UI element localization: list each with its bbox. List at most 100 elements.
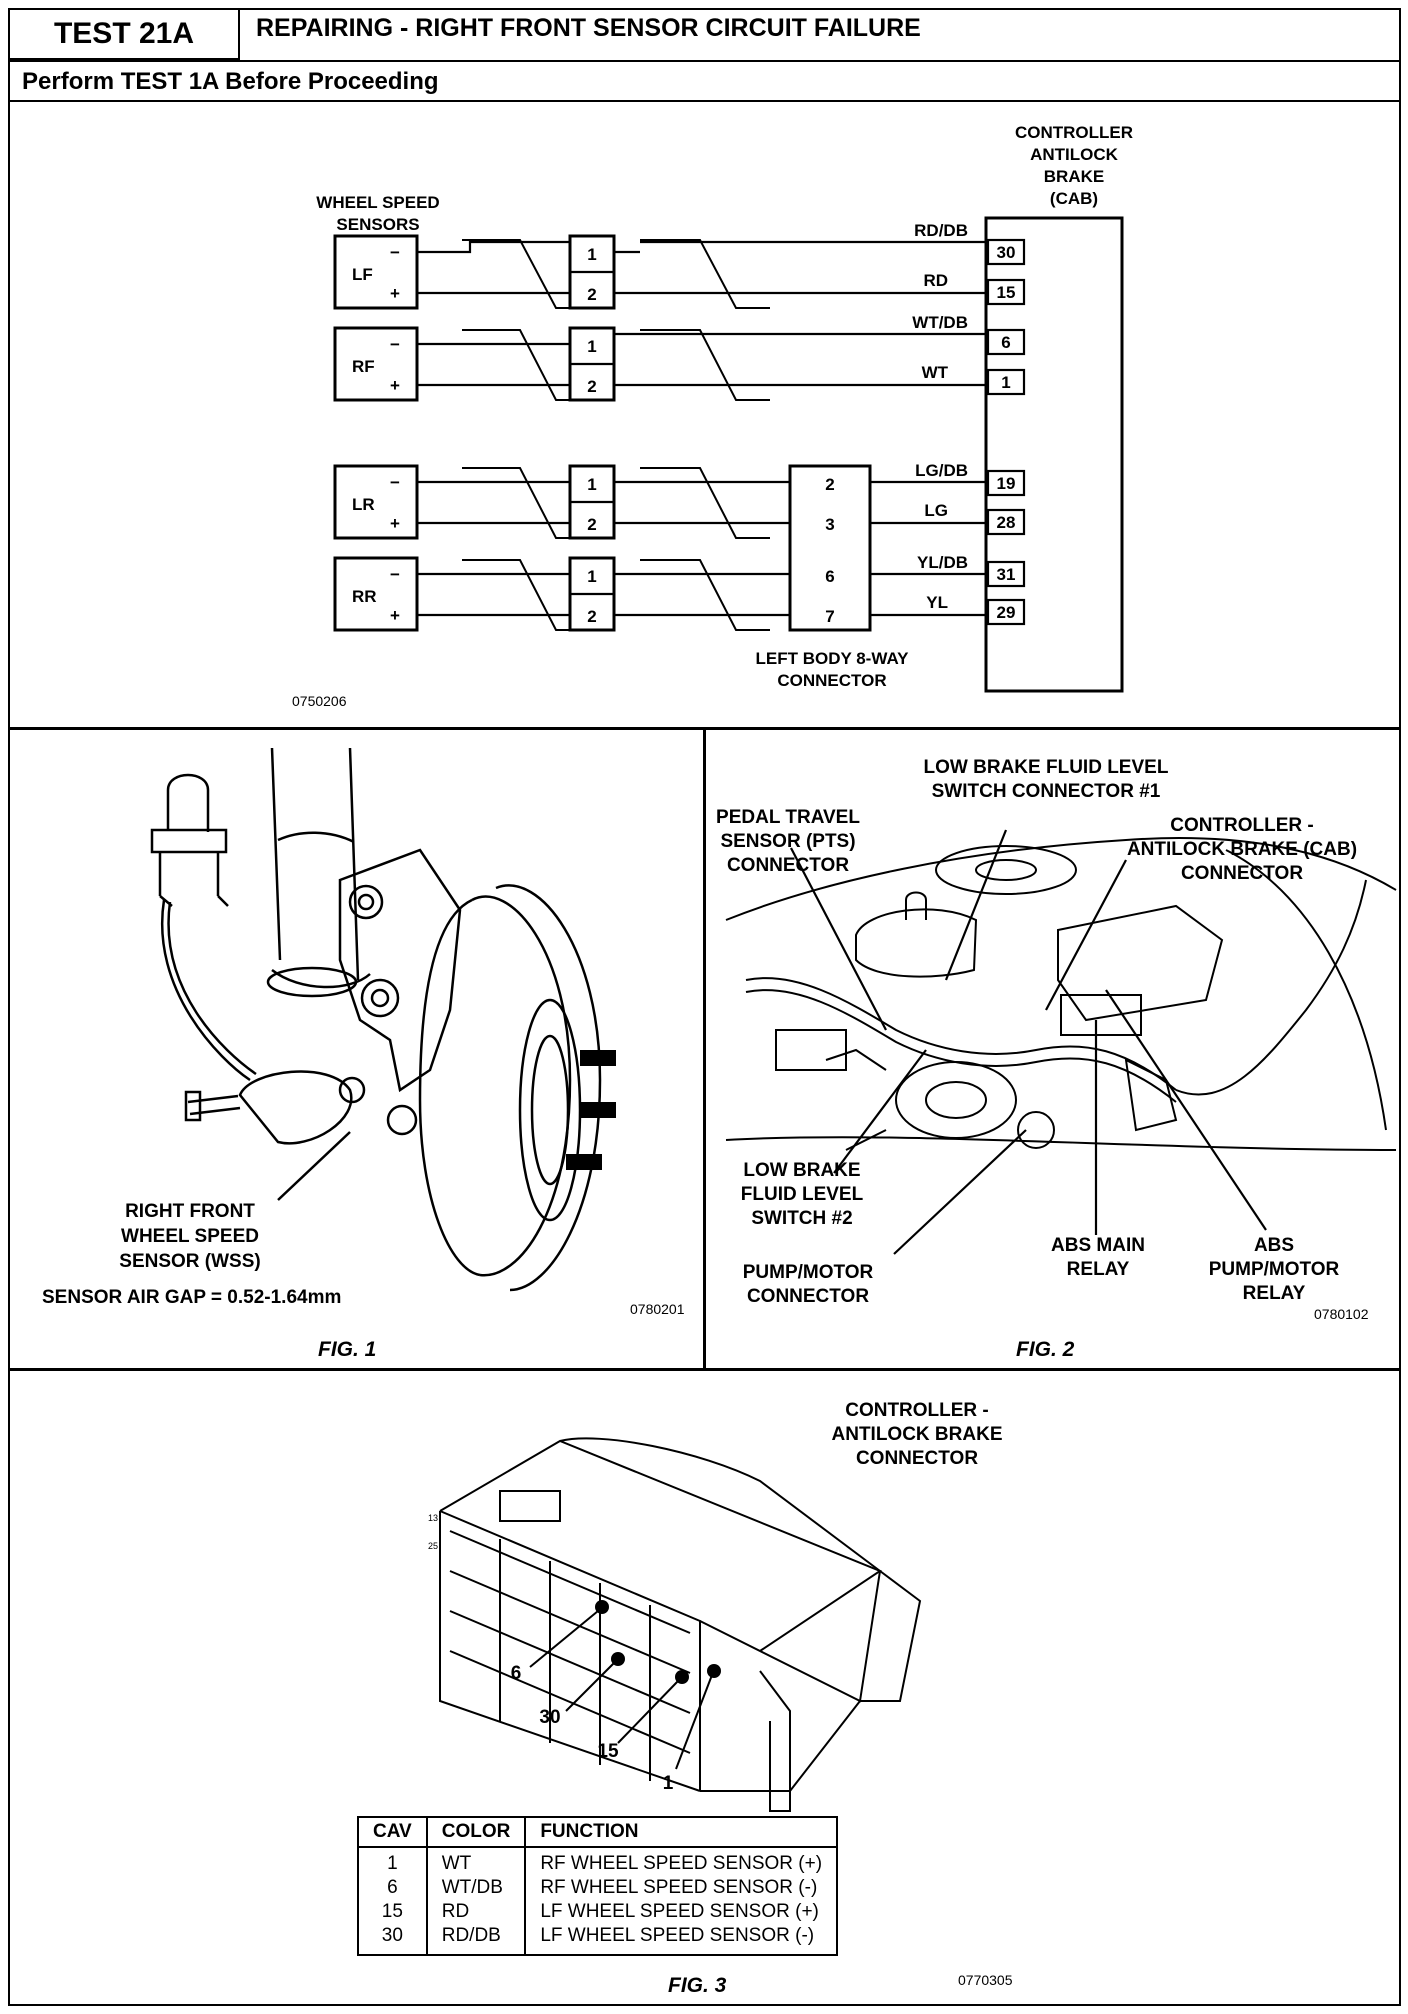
fig1-illustration: RIGHT FRONT WHEEL SPEED SENSOR (WSS) SEN… [42,747,685,1317]
table-cell: 6 [358,1876,428,1900]
sensors-title: WHEEL SPEED [316,193,439,212]
cab-pin: 19 [997,474,1016,493]
fig3-title: ANTILOCK BRAKE [832,1424,1003,1445]
fig2-callout: SWITCH #2 [751,1208,852,1229]
fig2-callout: LOW BRAKE [743,1160,860,1181]
pin-callout: 1 [663,1773,674,1794]
wire-color: LG/DB [915,461,968,480]
cab-title-line: BRAKE [1044,167,1104,186]
cab-pin: 6 [1001,333,1010,352]
wire-color: LG [924,501,948,520]
fig2-callout: LOW BRAKE FLUID LEVEL [924,757,1169,778]
figure-code: 0750206 [292,693,347,709]
fig2-callout: ANTILOCK BRAKE (CAB) [1127,839,1357,860]
cab-title-line: (CAB) [1050,189,1098,208]
table-cell: 1 [358,1847,428,1876]
table-header-row: CAV COLOR FUNCTION [358,1817,838,1848]
connector-pin-2: 2 [587,377,596,396]
polarity-minus: − [390,243,400,262]
table-cell: RD/DB [426,1924,527,1955]
table-cell: LF WHEEL SPEED SENSOR (-) [540,1925,815,1946]
fig2-callout: CONNECTOR [747,1286,869,1307]
polarity-minus: − [390,565,400,584]
fig3-title: CONNECTOR [856,1448,978,1469]
cab-pin: 30 [997,243,1016,262]
cavity-table: CAV COLOR FUNCTION 1 WT RF WHEEL SPEED S… [357,1816,839,1956]
side-number: 13 [428,1513,438,1523]
sensor-label-rr: RR [352,587,377,606]
polarity-plus: + [390,514,400,533]
prerequisite-note: Perform TEST 1A Before Proceeding [22,68,439,95]
table-row: 1 WT RF WHEEL SPEED SENSOR (+) [358,1847,837,1876]
fig2-callout: CONNECTOR [1181,863,1303,884]
wire-color: RD/DB [914,221,968,240]
connector-pin-1: 1 [587,567,596,586]
cab-pin: 1 [1001,373,1010,392]
section-divider [10,100,1399,102]
polarity-minus: − [390,335,400,354]
polarity-plus: + [390,606,400,625]
page-frame [8,8,1401,2006]
cab-title-line: CONTROLLER [1015,123,1133,142]
body-connector-pin: 6 [825,567,834,586]
section-divider [10,727,1399,730]
column-header: CAV [358,1817,428,1848]
connector-pin-2: 2 [587,515,596,534]
table-cell: LF WHEEL SPEED SENSOR (+) [540,1901,819,1922]
fig2-callout: PEDAL TRAVEL [716,807,860,828]
table-cell: WT [426,1847,527,1876]
fig3-title: CONTROLLER - [845,1400,989,1421]
body-connector-pin: 3 [825,515,834,534]
header-divider [10,60,1399,62]
body-connector-label: LEFT BODY 8-WAY [755,649,909,668]
body-connector-pin: 2 [825,475,834,494]
fig2-callout: RELAY [1243,1283,1306,1304]
table-cell: RF WHEEL SPEED SENSOR (+) [540,1853,823,1874]
polarity-plus: + [390,284,400,303]
side-number: 25 [428,1541,438,1551]
wire-color: WT [922,363,949,382]
connector-pin-1: 1 [587,337,596,356]
cab-pin: 29 [997,603,1016,622]
fig2-label: FIG. 2 [1016,1338,1075,1361]
connector-pin-2: 2 [587,285,596,304]
fig2-callout: RELAY [1067,1259,1130,1280]
column-header: COLOR [426,1817,527,1848]
body-connector-label: CONNECTOR [777,671,886,690]
section-divider [10,1368,1399,1371]
fig2-callout: SWITCH CONNECTOR #1 [932,781,1161,802]
fig2-callout: CONTROLLER - [1170,815,1314,836]
column-header: FUNCTION [525,1817,838,1848]
fig1-callout: RIGHT FRONT [125,1201,255,1222]
figure-code: 0780201 [630,1301,685,1317]
table-cell: WT/DB [426,1876,527,1900]
fig1-label: FIG. 1 [318,1338,377,1361]
table-row: 30 RD/DB LF WHEEL SPEED SENSOR (-) [358,1924,837,1955]
table-cell: 15 [358,1900,428,1924]
connector-pin-2: 2 [587,607,596,626]
fig3-label: FIG. 3 [668,1974,727,1997]
fig2-callout: SENSOR (PTS) [720,831,855,852]
sensor-label-rf: RF [352,357,375,376]
pin-callout: 30 [539,1707,560,1728]
fig2-callout: PUMP/MOTOR [1209,1259,1340,1280]
fig2-callout: FLUID LEVEL [741,1184,864,1205]
table-row: 15 RD LF WHEEL SPEED SENSOR (+) [358,1900,837,1924]
fig2-callout: PUMP/MOTOR [743,1262,874,1283]
table-cell: RD [426,1900,527,1924]
cab-pin: 28 [997,513,1016,532]
test-id: TEST 21A [10,10,240,60]
fig3-connector-illustration: CONTROLLER - ANTILOCK BRAKE CONNECTOR 6 … [428,1400,1003,1812]
wiring-diagram: CONTROLLER ANTILOCK BRAKE (CAB) WHEEL SP… [292,123,1133,709]
wire-color: RD [923,271,948,290]
polarity-plus: + [390,376,400,395]
figure-code: 0780102 [1314,1306,1369,1322]
polarity-minus: − [390,473,400,492]
fig1-callout: SENSOR (WSS) [119,1251,260,1272]
table-row: 6 WT/DB RF WHEEL SPEED SENSOR (-) [358,1876,837,1900]
figure-code: 0770305 [958,1972,1013,1988]
cab-pin: 15 [997,283,1016,302]
wire-color: YL [926,593,948,612]
fig2-callout: ABS [1254,1235,1294,1256]
cab-title-line: ANTILOCK [1030,145,1119,164]
